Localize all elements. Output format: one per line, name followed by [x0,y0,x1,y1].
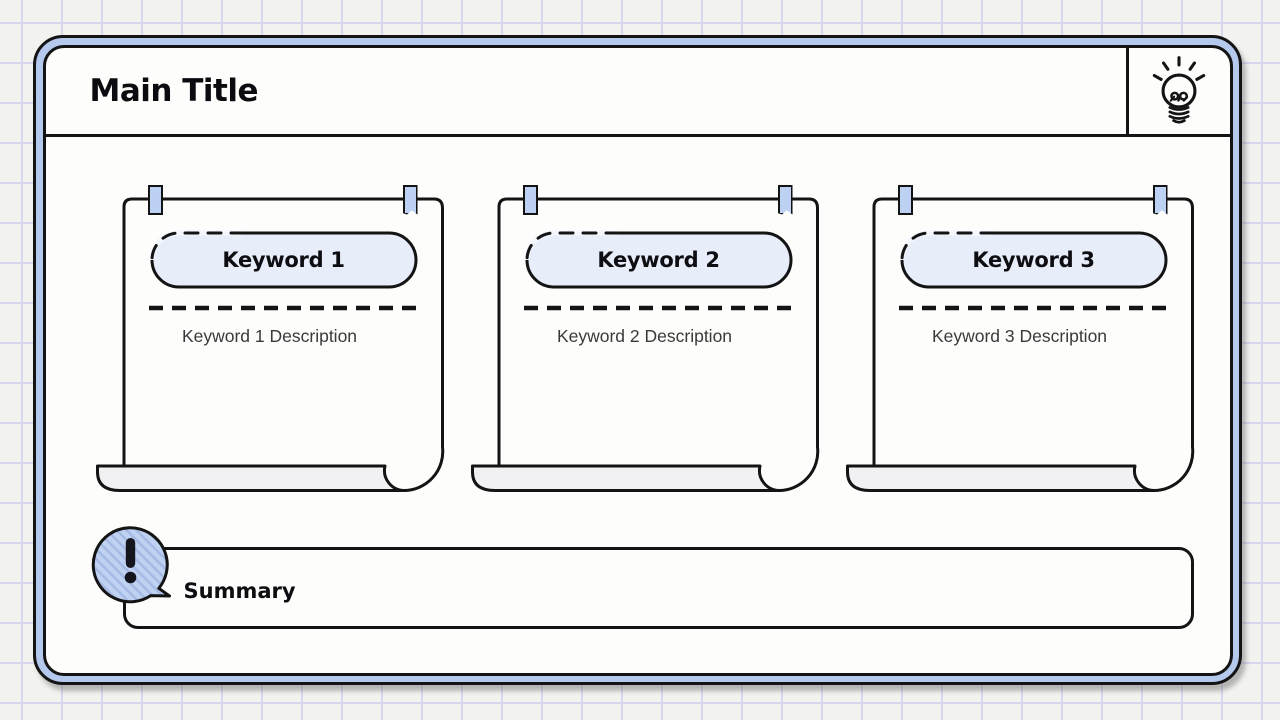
note-card: Keyword 2 Keyword 2 Description [469,184,821,495]
tape-icon [522,184,538,215]
summary-label: Summary [183,578,296,603]
tape-icon [1152,184,1168,215]
keyword-description: Keyword 1 Description [181,325,358,346]
keyword-label: Keyword 1 [222,247,345,272]
main-frame: Main Title [33,35,1242,685]
lightbulb-icon [1152,55,1206,124]
note-paper-shape [95,197,444,492]
keyword-description: Keyword 3 Description [931,325,1108,346]
header: Main Title [45,47,1230,137]
note-card: Keyword 1 Keyword 1 Description [94,184,446,495]
note-paper-shape [470,197,819,492]
cards-row: Keyword 1 Keyword 1 Description [94,184,1196,495]
tape-icon [402,184,418,215]
keyword-label: Keyword 2 [597,247,720,272]
note-card: Keyword 3 Keyword 3 Description [844,184,1196,495]
title-area: Main Title [46,48,1126,134]
summary-box: Summary [122,546,1194,629]
tape-icon [897,184,913,215]
note-paper-shape [845,197,1194,492]
tape-icon [777,184,793,215]
keyword-label: Keyword 3 [972,247,1095,272]
header-icon-cell [1125,47,1230,134]
tape-icon [147,184,163,215]
exclamation-bubble-icon [91,525,171,603]
content-area: Keyword 1 Keyword 1 Description [46,137,1230,673]
frame-inner: Main Title [42,44,1233,676]
page-title: Main Title [89,72,259,109]
keyword-description: Keyword 2 Description [556,325,733,346]
